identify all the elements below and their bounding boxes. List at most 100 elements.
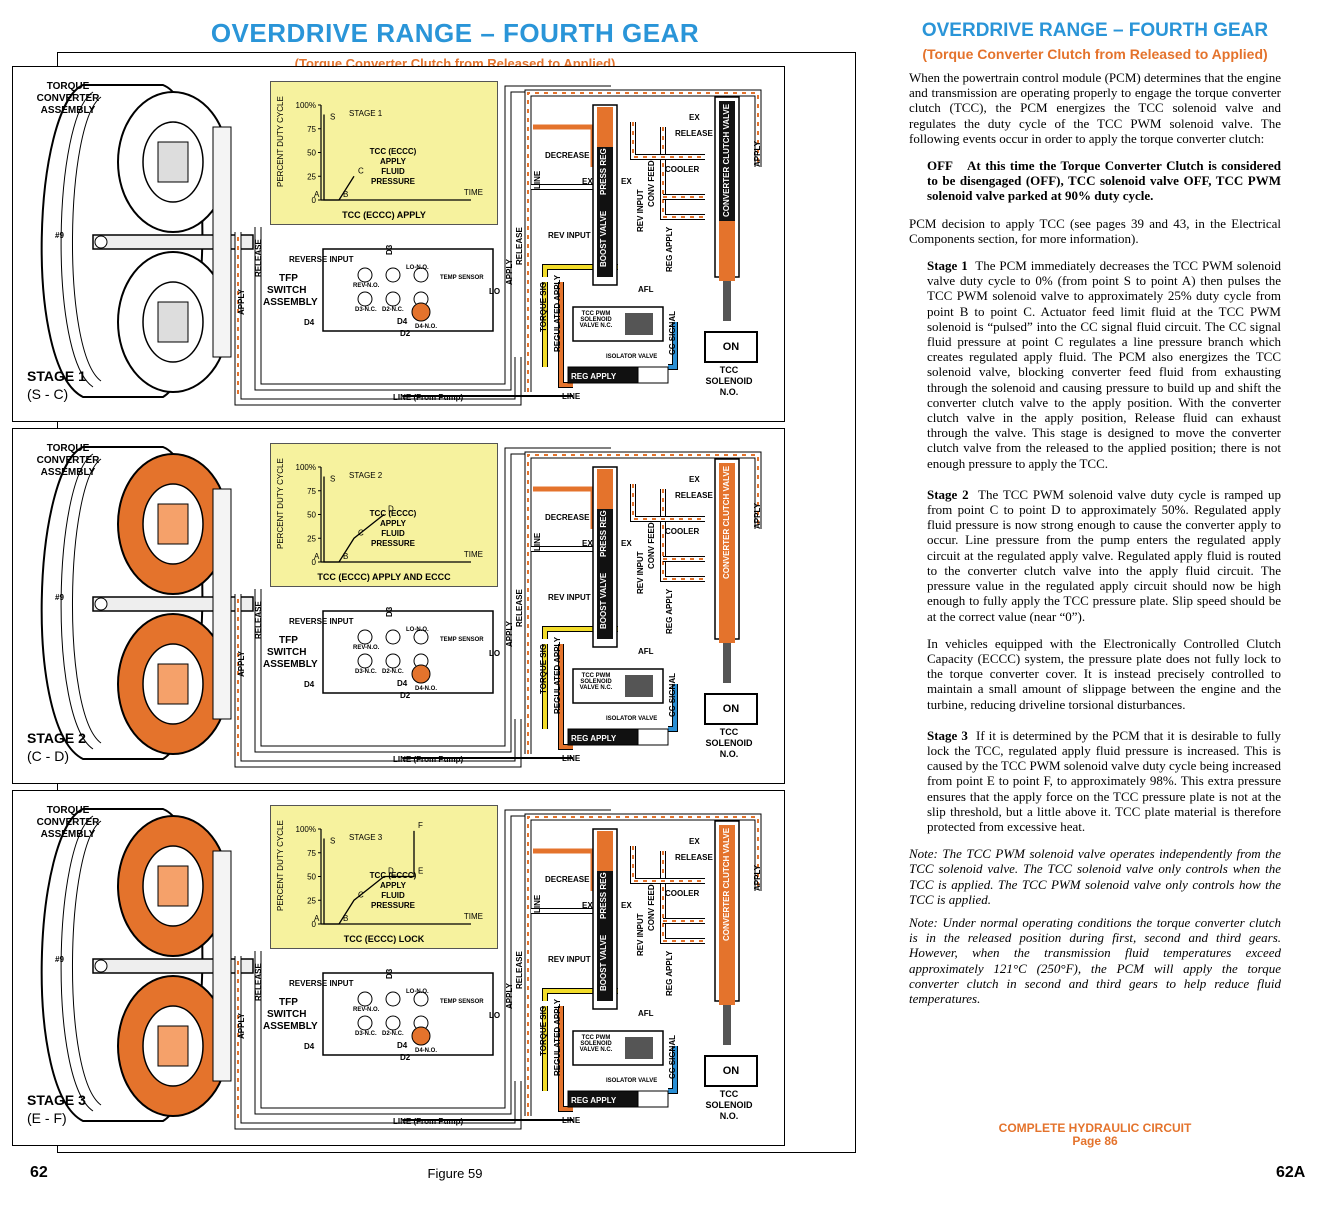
callout-9: #9	[55, 955, 64, 964]
lo-label: LO	[489, 649, 501, 658]
ex-label-1: EX	[582, 539, 593, 548]
hydraulic-circuit-svg	[40, 808, 762, 1130]
line-label: LINE	[533, 532, 542, 551]
lo-no-label: LO-N.O.	[406, 627, 429, 633]
tfp-switch-label-2: SWITCH	[267, 1009, 307, 1020]
release-label-2: RELEASE	[515, 227, 524, 265]
hydraulic-lines	[234, 809, 762, 1130]
pcm-decision-paragraph: PCM decision to apply TCC (see pages 39 …	[909, 215, 1281, 246]
reg-apply-label: REG APPLY	[665, 588, 674, 634]
apply-label: APPLY	[237, 1013, 246, 1039]
pressure-annotation: FLUID	[381, 167, 405, 176]
hydraulic-circuit-svg	[40, 446, 762, 768]
off-heading: OFF	[927, 158, 953, 174]
stage-name: STAGE 2	[27, 730, 86, 746]
d3-label: D3	[385, 968, 394, 979]
pwm-solenoid-label: TCC PWM SOLENOID VALVE N.C.	[579, 1035, 613, 1053]
duty-cycle-line	[323, 830, 415, 925]
left-page-number: 62	[30, 1164, 48, 1181]
apply-label: APPLY	[237, 289, 246, 315]
tfp-switch-label-3: ASSEMBLY	[263, 1021, 318, 1032]
stage-range: (E - F)	[27, 1110, 67, 1126]
cooler-label: COOLER	[665, 889, 700, 898]
regulated-apply-label: REGULATED APPLY	[553, 274, 562, 352]
torque-converter-drawing	[40, 808, 254, 1122]
y-axis-label: PERCENT DUTY CYCLE	[276, 820, 285, 911]
rev-no-label: REV-N.O.	[353, 645, 380, 651]
point-label-S: S	[330, 113, 335, 122]
off-text: At this time the Torque Converter Clutch…	[927, 158, 1281, 204]
stage-annotation: STAGE 2	[349, 471, 383, 480]
release-label: RELEASE	[254, 601, 263, 639]
d3-nc-label: D3-N.C.	[355, 1031, 377, 1037]
tcc-solenoid-label: TCC SOLENOID N.O.	[705, 727, 753, 759]
rev-input-label: REV INPUT	[548, 593, 591, 602]
stage-name: STAGE 1	[27, 368, 86, 384]
point-label-A: A	[314, 914, 320, 923]
point-label-F: F	[418, 821, 423, 830]
y-tick-label: 75	[307, 125, 316, 134]
pressure-annotation: TCC (ECCC)	[370, 871, 417, 880]
d4-no-label: D4-N.O.	[415, 324, 438, 330]
hydraulic-lines	[234, 447, 762, 768]
pressure-annotation: PRESSURE	[371, 177, 416, 186]
stage-name: STAGE 3	[27, 1092, 86, 1108]
y-tick-label: 0	[312, 920, 317, 929]
point-label-A: A	[314, 190, 320, 199]
ex-label-2: EX	[621, 539, 632, 548]
note-pwm: Note: The TCC PWM solenoid valve operate…	[909, 846, 1281, 907]
torque-sig-label: TORQUE SIG	[539, 1005, 548, 1056]
point-label-A: A	[314, 552, 320, 561]
stage1-paragraph: Stage 1 The PCM immediately decreases th…	[927, 258, 1281, 471]
tfp-switch-label-2: SWITCH	[267, 647, 307, 658]
temp-sensor-label: TEMP SENSOR	[440, 999, 484, 1005]
line-label: LINE	[533, 170, 542, 189]
cooler-label: COOLER	[665, 527, 700, 536]
reg-apply-valve-label: REG APPLY	[571, 734, 617, 743]
callout-9: #9	[55, 593, 64, 602]
intro-paragraph: When the powertrain control module (PCM)…	[909, 70, 1281, 146]
pwm-solenoid-body	[567, 1030, 669, 1108]
d2-label: D2	[400, 691, 411, 700]
circuit-reference[interactable]: COMPLETE HYDRAULIC CIRCUIT Page 86	[940, 1122, 1250, 1148]
line-label-2: LINE	[562, 392, 581, 401]
stage3-paragraph: Stage 3 If it is determined by the PCM t…	[927, 728, 1281, 834]
y-tick-label: 50	[307, 149, 316, 158]
decrease-label: DECREASE	[545, 151, 590, 160]
isolator-valve-label: ISOLATOR VALVE	[606, 354, 658, 360]
d3-label: D3	[385, 244, 394, 255]
isolator-valve-label: ISOLATOR VALVE	[606, 1078, 658, 1084]
stage2-paragraph: Stage 2 The TCC PWM solenoid valve duty …	[927, 487, 1281, 624]
eccc-paragraph: In vehicles equipped with the Electronic…	[927, 635, 1281, 712]
y-tick-label: 0	[312, 196, 317, 205]
converter-clutch-valve-label: CONVERTER CLUTCH VALVE	[722, 103, 731, 217]
y-tick-label: 50	[307, 873, 316, 882]
tcc-solenoid-on-indicator: ON	[704, 331, 758, 363]
conv-feed-label: CONV FEED	[647, 522, 656, 569]
d3-nc-label: D3-N.C.	[355, 307, 377, 313]
d2-nc-label: D2-N.C.	[382, 1031, 404, 1037]
afl-label: AFL	[638, 1009, 654, 1018]
y-tick-label: 100%	[296, 825, 316, 834]
stage-label: STAGE 2(C - D)	[27, 729, 86, 765]
y-tick-label: 0	[312, 558, 317, 567]
release-label: RELEASE	[254, 963, 263, 1001]
y-axis-label: PERCENT DUTY CYCLE	[276, 458, 285, 549]
x-axis-label: TIME	[464, 550, 483, 559]
press-reg-label: PRESS REG	[599, 148, 608, 195]
rev-input-label-v: REV INPUT	[636, 551, 645, 594]
cc-signal-label: CC SIGNAL	[668, 1035, 677, 1079]
d4-label-2: D4	[397, 317, 408, 326]
pwm-solenoid-body	[567, 306, 669, 384]
apply-label: APPLY	[237, 651, 246, 677]
x-axis-label: TIME	[464, 188, 483, 197]
rev-input-label-v: REV INPUT	[636, 913, 645, 956]
duty-cycle-line	[323, 114, 355, 201]
ex-label-2: EX	[621, 177, 632, 186]
pressure-regulator-valve	[592, 466, 618, 648]
tfp-switch-label: TFP	[279, 273, 298, 284]
tfp-switch-label-3: ASSEMBLY	[263, 659, 318, 670]
